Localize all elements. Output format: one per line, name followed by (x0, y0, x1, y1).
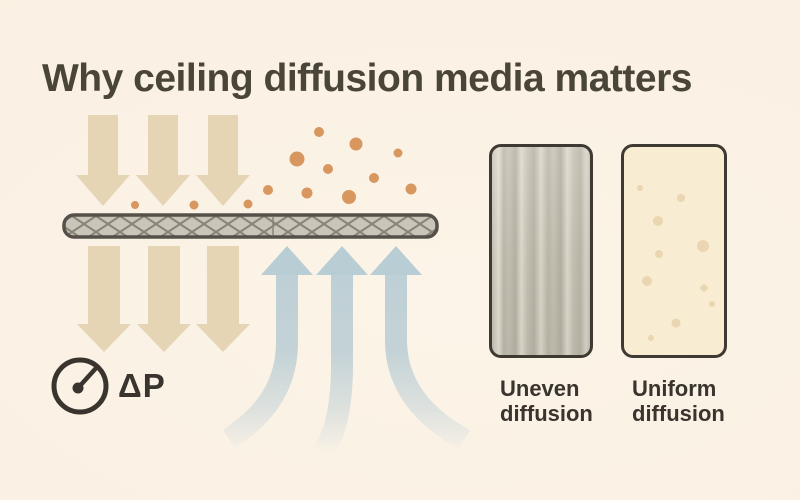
page-title: Why ceiling diffusion media matters (42, 57, 692, 101)
particle-dot (263, 185, 273, 195)
curved-up-arrow-icon (313, 246, 368, 459)
pressure-gauge-icon (51, 357, 109, 415)
down-arrow-icon (77, 246, 131, 352)
incoming-airflow-arrows (76, 115, 250, 206)
particle-dot (342, 190, 356, 204)
down-arrow-icon (196, 246, 250, 352)
particle-dot (131, 201, 139, 209)
uneven-outflow-arrows (77, 246, 250, 352)
uniform-diffusion-swatch (621, 144, 727, 358)
down-arrow-icon (76, 115, 130, 206)
particle-dot (243, 199, 253, 209)
particle-dot (349, 137, 363, 151)
particle-dot (393, 148, 403, 158)
particle-dot (314, 127, 324, 137)
particle-dot (189, 200, 199, 210)
curved-up-arrow-icon (222, 246, 313, 449)
particle-dot (405, 183, 417, 195)
particle-dot (301, 187, 313, 199)
down-arrow-icon (137, 246, 191, 352)
particle-dot (289, 151, 305, 167)
particle-dot (369, 173, 379, 183)
diffused-airflow-arrows (222, 246, 471, 459)
diffusion-media-mesh (62, 213, 439, 239)
pressure-drop-label: ΔP (118, 367, 166, 404)
uneven-diffusion-swatch (489, 144, 593, 358)
uniform-diffusion-label: Uniform diffusion (632, 376, 725, 426)
curved-up-arrow-icon (370, 246, 471, 450)
down-arrow-icon (196, 115, 250, 206)
dust-particles (131, 127, 417, 210)
particle-dot (323, 164, 333, 174)
down-arrow-icon (136, 115, 190, 206)
uneven-diffusion-label: Uneven diffusion (500, 376, 593, 426)
